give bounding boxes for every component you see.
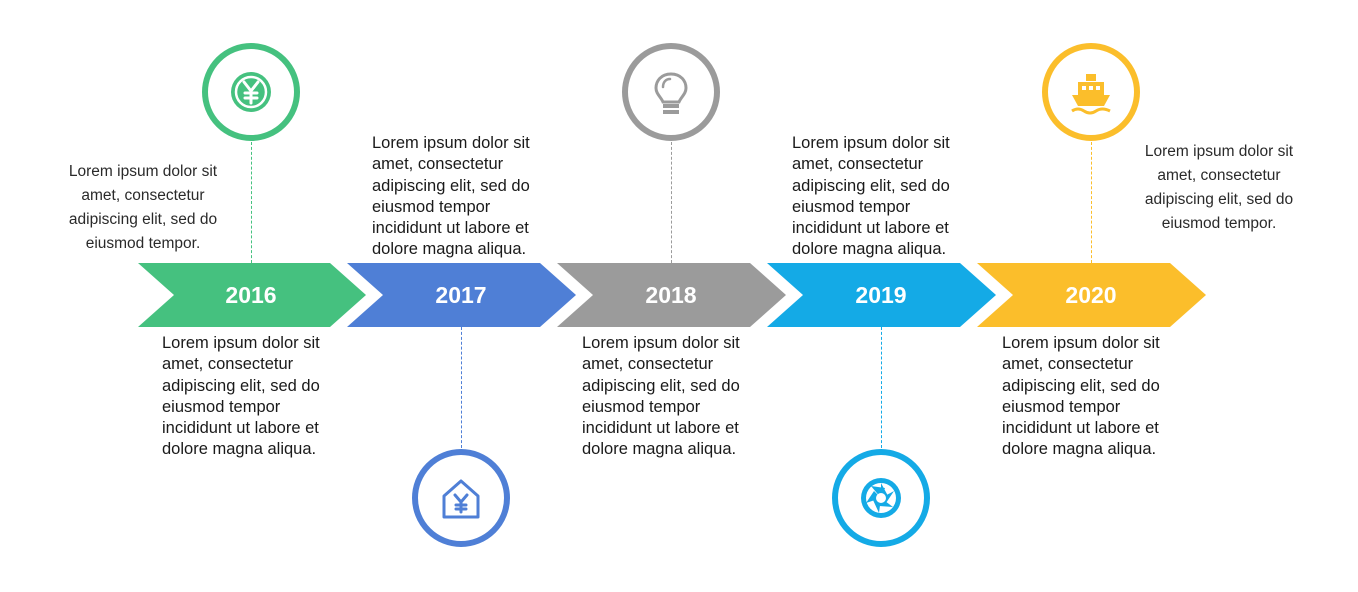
ship-icon <box>1071 74 1111 115</box>
year-label-2017: 2017 <box>435 282 487 308</box>
arrow-2017 <box>347 263 576 327</box>
milestone-circle-2017 <box>412 449 510 547</box>
year-label-2016: 2016 <box>225 282 277 308</box>
camera-aperture-icon <box>861 478 901 518</box>
lightbulb-icon <box>654 72 688 114</box>
milestone-circle-2016 <box>202 43 300 141</box>
description-2018-bottom: Lorem ipsum dolor sit amet, consectetur … <box>582 334 740 459</box>
year-label-2019: 2019 <box>855 282 907 308</box>
arrow-2016 <box>138 263 366 327</box>
yen-coin-icon <box>231 72 271 112</box>
description-2017-top: Lorem ipsum dolor sit amet, consectetur … <box>372 134 530 259</box>
arrow-2019 <box>767 263 996 327</box>
milestone-circle-2018 <box>622 43 720 141</box>
milestone-circle-2019 <box>832 449 930 547</box>
description-2019-top: Lorem ipsum dolor sit amet, consectetur … <box>792 134 950 259</box>
description-2020-bottom: Lorem ipsum dolor sit amet, consectetur … <box>1002 334 1160 459</box>
description-2016-top: Lorem ipsum dolor sit amet, consectetur … <box>68 163 218 252</box>
year-label-2018: 2018 <box>645 282 697 308</box>
connector-2016 <box>251 142 252 263</box>
description-2020-top: Lorem ipsum dolor sit amet, consectetur … <box>1144 143 1294 232</box>
connector-2019 <box>881 327 882 448</box>
milestone-circle-2020 <box>1042 43 1140 141</box>
arrow-2018 <box>557 263 786 327</box>
description-2016-bottom: Lorem ipsum dolor sit amet, consectetur … <box>162 334 320 459</box>
connector-2017 <box>461 327 462 448</box>
connector-2018 <box>671 142 672 263</box>
year-label-2020: 2020 <box>1065 282 1117 308</box>
yen-house-icon <box>442 479 480 519</box>
arrow-2020 <box>977 263 1206 327</box>
connector-2020 <box>1091 142 1092 263</box>
